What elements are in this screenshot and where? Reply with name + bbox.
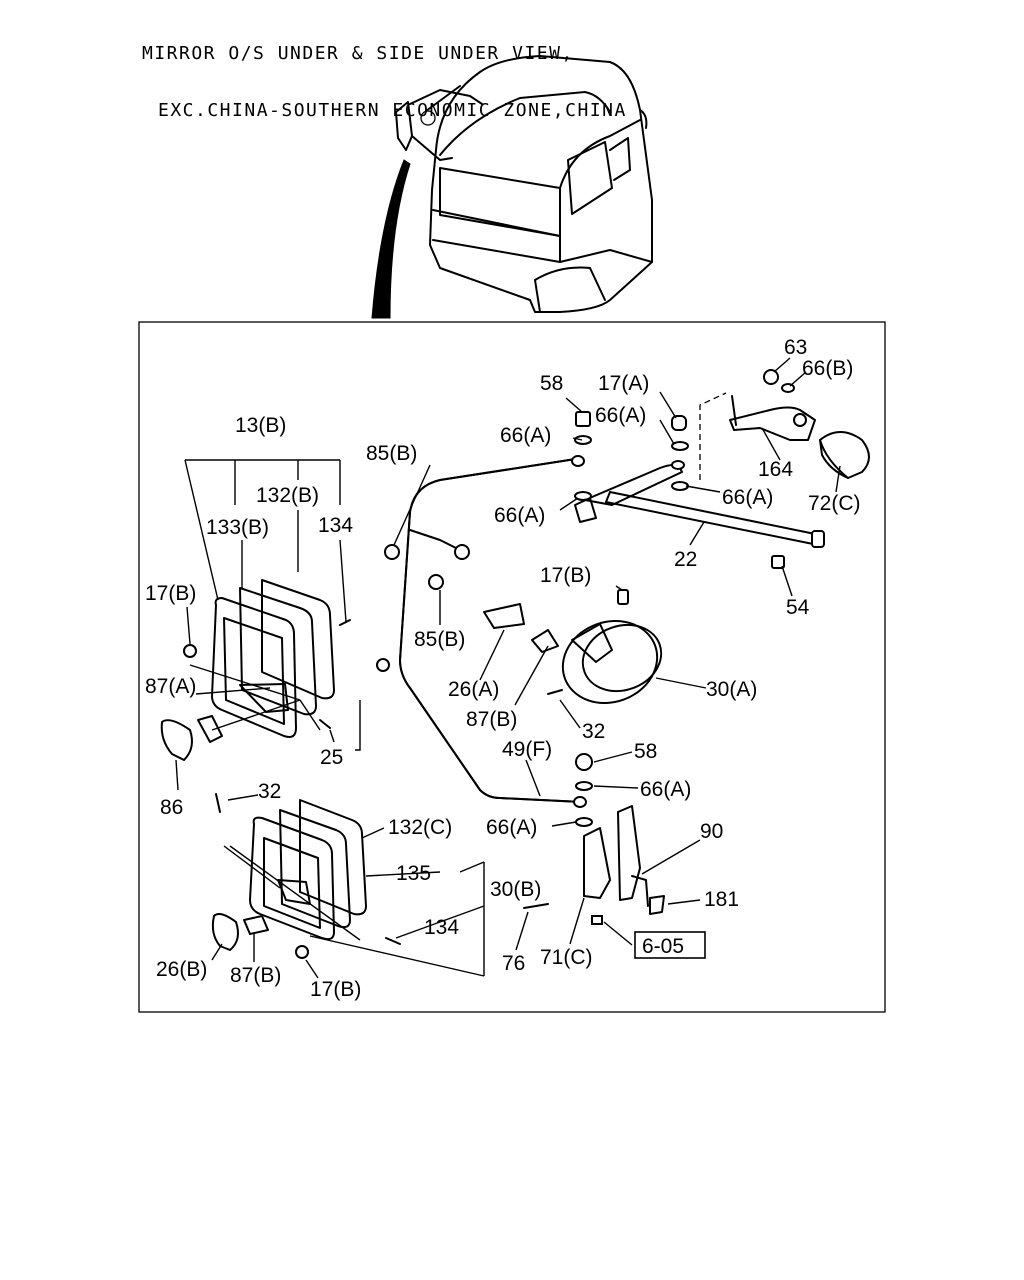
callout-32-2: 32 [258, 780, 281, 803]
callout-30a: 30(A) [706, 678, 757, 701]
callout-133b: 133(B) [206, 516, 269, 539]
callout-13b: 13(B) [235, 414, 286, 437]
callout-87b-2: 87(B) [230, 964, 281, 987]
callout-58-top: 58 [540, 372, 563, 395]
callout-58-mid: 58 [634, 740, 657, 763]
callout-17b-left: 17(B) [145, 582, 196, 605]
top-bracket-arm [729, 369, 870, 479]
callout-66a-3: 66(A) [722, 486, 773, 509]
callout-49f: 49(F) [502, 738, 552, 761]
mirror-stay-rod [376, 455, 587, 808]
lower-bracket-assembly [523, 753, 665, 925]
mirror-30a-round [483, 589, 663, 705]
detail-frame [138, 321, 886, 1013]
leader-lines [175, 357, 841, 979]
callout-6-05: 6-05 [642, 935, 684, 958]
truck-cab-overview [371, 55, 653, 319]
callout-135: 135 [396, 862, 431, 885]
callout-63: 63 [784, 336, 807, 359]
callout-134-2: 134 [424, 916, 459, 939]
callout-17b-right: 17(B) [540, 564, 591, 587]
callout-132c: 132(C) [388, 816, 452, 839]
callout-87a: 87(A) [145, 675, 196, 698]
callout-90: 90 [700, 820, 723, 843]
fasteners-upper [384, 411, 785, 590]
callout-76: 76 [502, 952, 525, 975]
callout-66a-6: 66(A) [486, 816, 537, 839]
callout-66a-2: 66(A) [500, 424, 551, 447]
callout-85b-2: 85(B) [414, 628, 465, 651]
callout-72c: 72(C) [808, 492, 861, 515]
callout-22: 22 [674, 548, 697, 571]
callout-17b-lower: 17(B) [310, 978, 361, 1001]
callout-134-1: 134 [318, 514, 353, 537]
callout-66a-5: 66(A) [640, 778, 691, 801]
callout-85b-1: 85(B) [366, 442, 417, 465]
callout-labels: 63 66(B) 58 17(A) 66(A) 66(A) 13(B) 85(B… [145, 336, 861, 1001]
callout-66a-4: 66(A) [494, 504, 545, 527]
callout-164: 164 [758, 458, 793, 481]
callout-132b: 132(B) [256, 484, 319, 507]
callout-17a: 17(A) [598, 372, 649, 395]
mirror-13b-assembly [160, 579, 351, 761]
callout-87b-1: 87(B) [466, 708, 517, 731]
callout-71c: 71(C) [540, 946, 593, 969]
reference-box [634, 931, 706, 959]
callout-181: 181 [704, 888, 739, 911]
callout-26a: 26(A) [448, 678, 499, 701]
callout-25: 25 [320, 746, 343, 769]
callout-86: 86 [160, 796, 183, 819]
callout-66b: 66(B) [802, 357, 853, 380]
callout-54: 54 [786, 596, 810, 619]
callout-26b: 26(B) [156, 958, 207, 981]
callout-32-1: 32 [582, 720, 605, 743]
callout-30b: 30(B) [490, 878, 541, 901]
title-line-2: EXC.CHINA-SOUTHERN ECONOMIC ZONE,CHINA [158, 100, 627, 121]
callout-66a-1: 66(A) [595, 404, 646, 427]
